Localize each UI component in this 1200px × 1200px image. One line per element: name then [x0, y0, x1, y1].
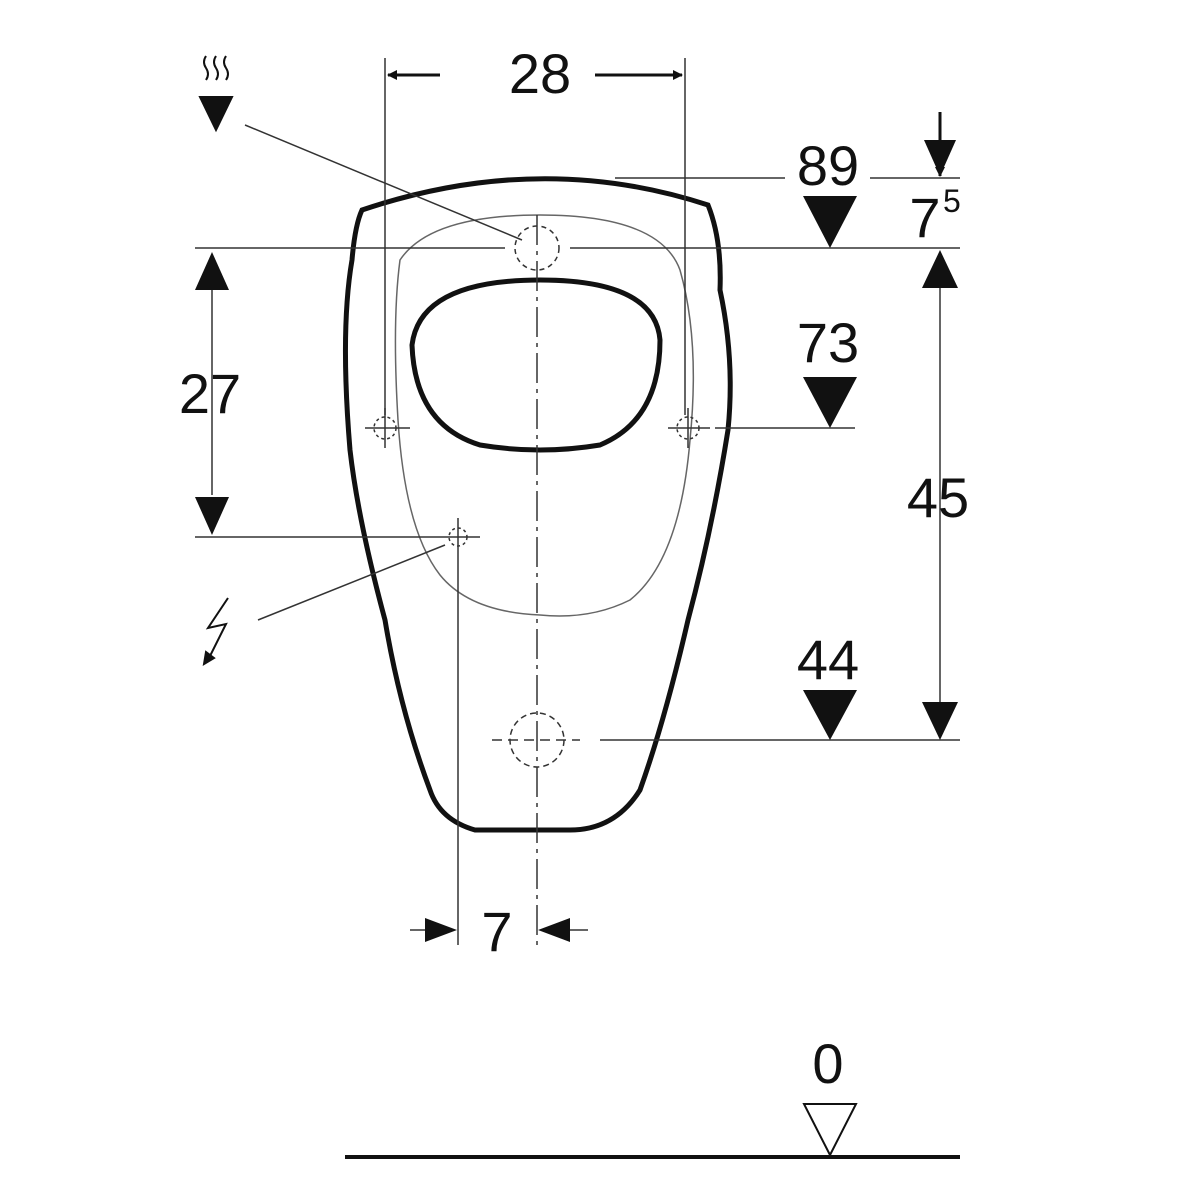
fixing-point-right — [668, 408, 710, 448]
water-leader-line — [244, 124, 523, 241]
power-leader-line — [257, 544, 446, 621]
outlet-point — [492, 712, 580, 768]
level-marker-73 — [803, 377, 857, 428]
dimension-45 — [922, 250, 958, 740]
urinal-outer-outline — [342, 176, 733, 833]
dimension-27-label: 27 — [179, 362, 241, 425]
floor-level-marker — [802, 1103, 858, 1158]
urinal-bowl-opening — [409, 277, 663, 453]
dimension-44-label: 44 — [797, 628, 859, 691]
level-marker-44 — [803, 690, 857, 740]
dimension-89-label: 89 — [797, 134, 859, 197]
electrical-supply-icon — [202, 597, 229, 666]
floor-level-label: 0 — [812, 1032, 843, 1095]
urinal-inner-rim — [394, 214, 695, 617]
power-connection-point — [440, 518, 480, 945]
dimension-73-label: 73 — [797, 311, 859, 374]
dimension-28 — [384, 58, 686, 415]
dimension-7-5-label: 7 — [909, 186, 940, 249]
dimension-7-5-arrowhead — [924, 140, 956, 176]
dimension-28-label: 28 — [509, 42, 571, 105]
dimension-27 — [195, 252, 229, 535]
dimension-7-label: 7 — [481, 900, 512, 963]
dimension-7-5-superscript: 5 — [943, 183, 961, 219]
water-supply-icon — [198, 55, 234, 133]
water-inlet-circle — [514, 225, 560, 271]
level-marker-89 — [803, 196, 857, 248]
dimension-7 — [410, 918, 588, 942]
fixing-point-left — [365, 408, 410, 448]
dimension-45-label: 45 — [907, 466, 969, 529]
